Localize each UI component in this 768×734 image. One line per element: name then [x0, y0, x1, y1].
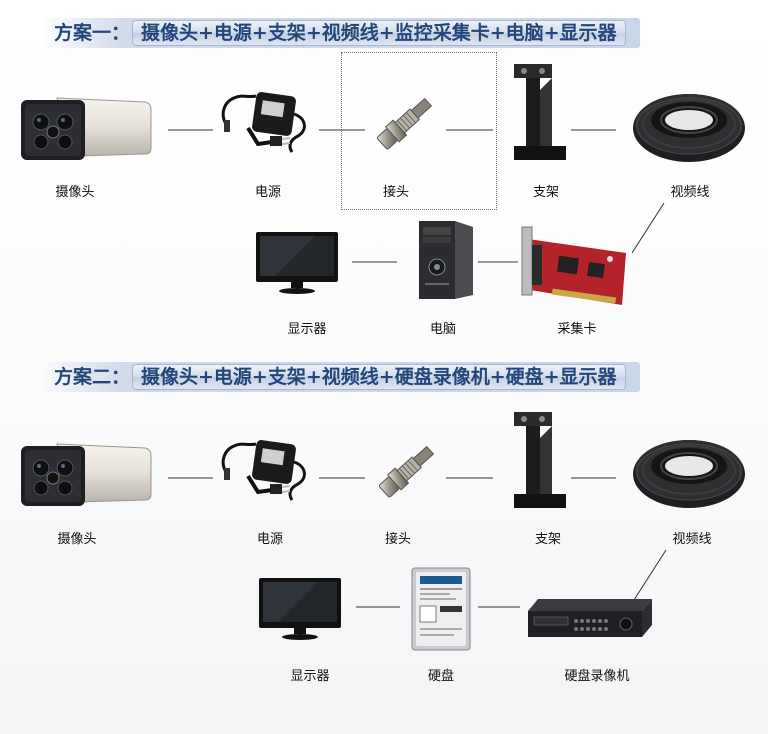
hard-disk-image	[410, 566, 472, 652]
monitor-image	[255, 231, 339, 295]
camera-label: 摄像头	[55, 185, 95, 200]
camera-label: 摄像头	[57, 532, 97, 547]
dvr-image	[524, 595, 654, 641]
bracket-label: 支架	[534, 532, 562, 547]
bracket-label: 支架	[532, 185, 560, 200]
cable-label: 视频线	[670, 185, 710, 200]
bnc-connector-image	[372, 436, 442, 506]
power-adapter-image	[218, 84, 314, 158]
plan1-title: 方案一：摄像头+电源+支架+视频线+监控采集卡+电脑+显示器	[40, 18, 640, 48]
monitor-label: 显示器	[290, 669, 330, 684]
plan2-prefix: 方案二：	[54, 366, 131, 388]
video-cable-image	[631, 86, 747, 166]
plan1-prefix: 方案一：	[54, 22, 131, 44]
computer-label: 电脑	[429, 322, 457, 337]
capture-card-label: 采集卡	[557, 322, 597, 337]
hdd-label: 硬盘	[427, 669, 455, 684]
plan2-title: 方案二：摄像头+电源+支架+视频线+硬盘录像机+硬盘+显示器	[40, 362, 640, 392]
cable-label: 视频线	[672, 532, 712, 547]
video-cable-image	[631, 432, 747, 512]
camera-image	[17, 438, 153, 510]
power-adapter-image	[218, 432, 314, 506]
connector-highlight-box	[341, 52, 497, 210]
plan2-components: 摄像头+电源+支架+视频线+硬盘录像机+硬盘+显示器	[132, 364, 626, 390]
bracket-image	[506, 60, 572, 166]
monitor-image	[258, 577, 342, 641]
plan1-components: 摄像头+电源+支架+视频线+监控采集卡+电脑+显示器	[132, 20, 626, 46]
capture-card-image	[518, 223, 630, 311]
line-cable-card	[631, 202, 665, 254]
bracket-image	[506, 408, 572, 514]
line-cable-dvr	[633, 549, 667, 601]
bnc-connector-image	[370, 88, 440, 158]
power-label: 电源	[256, 532, 284, 547]
connector-label: 接头	[384, 532, 412, 547]
computer-image	[415, 217, 477, 301]
camera-image	[17, 92, 153, 164]
dvr-label: 硬盘录像机	[564, 669, 630, 684]
connector-label: 接头	[382, 185, 410, 200]
power-label: 电源	[254, 185, 282, 200]
monitor-label: 显示器	[287, 322, 327, 337]
